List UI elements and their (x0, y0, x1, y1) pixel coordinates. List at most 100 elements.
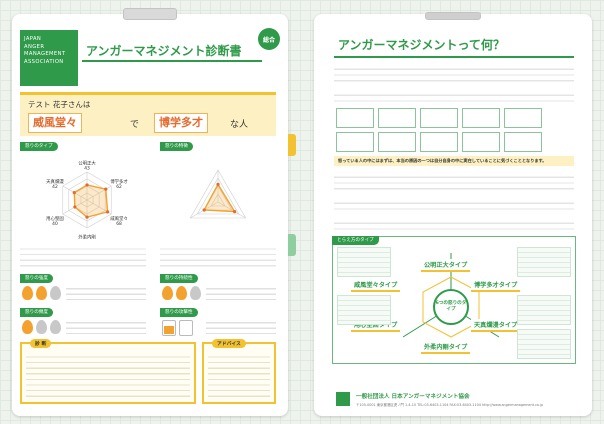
section-tag-duration: 怒りの持続性 (160, 274, 198, 283)
flame-icon (22, 320, 33, 334)
flame-icon (162, 286, 173, 300)
diagram-tag: とらえ方のタイプ (332, 236, 379, 245)
cup-icon (162, 320, 176, 336)
diagnosis-label: 診 断 (30, 339, 52, 348)
section-tag-feature: 怒りの特徴 (160, 142, 193, 151)
info-title: アンガーマネジメントって何？ (338, 38, 505, 52)
clipboard-clip (123, 8, 177, 20)
radar-point (233, 210, 237, 214)
info-cell (462, 132, 500, 152)
info-cell (504, 132, 542, 152)
aggression-icons (162, 320, 193, 336)
green-tab (288, 234, 296, 256)
org-address: 〒105-0001 東京都港区虎ノ門 1-4-10 TEL:03-6403-11… (356, 403, 544, 407)
radar-point (85, 183, 89, 187)
radar-point (106, 210, 110, 214)
flame-icon (36, 320, 47, 334)
radar-value-label: 43 (84, 166, 90, 172)
body-paragraph-3 (334, 218, 574, 230)
radar-point (216, 182, 220, 186)
radar-category-label: 天真爛漫 (46, 178, 64, 185)
radar-value-label: 40 (52, 221, 58, 227)
type-label: 外柔内剛タイプ (421, 341, 471, 354)
section-tag-strength: 怒りの強度 (20, 274, 53, 283)
radar-value-label: 68 (116, 221, 122, 227)
secondary-type: 博学多才 (154, 113, 208, 133)
radar-series (73, 184, 109, 218)
type-note (337, 247, 391, 277)
radar-category-label: 博学多才 (110, 178, 128, 185)
type-label: 公明正大タイプ (421, 259, 471, 272)
flame-icon (36, 286, 47, 300)
brand-line: ASSOCIATION (24, 58, 64, 65)
suffix-text: な人 (230, 120, 249, 130)
radar-point (104, 187, 108, 191)
brand-block: JAPAN ANGER MANAGEMENT ASSOCIATION (20, 30, 78, 86)
body-paragraph-2 (334, 198, 574, 214)
type-label: 威風堂々タイプ (351, 279, 401, 292)
diagnosis-sheet: JAPAN ANGER MANAGEMENT ASSOCIATION アンガーマ… (12, 8, 296, 416)
radar-category-label: 外柔内剛 (78, 234, 96, 241)
type-note (517, 247, 571, 277)
result-banner: テスト 花子さんは 威風堂々 で 博学多才 な人 (20, 92, 276, 136)
radar-point (72, 191, 76, 195)
type-note (337, 295, 391, 325)
radar-value-label: 49 (84, 240, 90, 241)
frequency-text (66, 318, 146, 338)
info-cell (462, 108, 500, 128)
feature-radar-chart (160, 154, 276, 240)
frequency-icons (22, 320, 61, 334)
radar-value-label: 42 (52, 184, 58, 190)
radar-grid (210, 193, 226, 207)
radar-point (202, 208, 206, 212)
diagnosis-box: 診 断 (20, 339, 196, 404)
info-cell (378, 132, 416, 152)
primary-type: 威風堂々 (28, 113, 82, 133)
feature-description (160, 244, 276, 270)
type-label: 博学多才タイプ (471, 279, 521, 292)
radar-axis (217, 201, 246, 219)
radar-category-label: 用心堅固 (46, 215, 64, 222)
section-tag-type: 怒りのタイプ (20, 142, 58, 151)
advice-box: アドバイス (202, 339, 276, 404)
flame-icon (50, 286, 61, 300)
diagnosis-text (26, 352, 190, 400)
connector-text: で (130, 120, 140, 130)
info-cell (336, 132, 374, 152)
radar-grid (189, 169, 247, 219)
info-cell (504, 108, 542, 128)
hexagon-shape (422, 276, 480, 338)
person-name: テスト 花子さんは (28, 100, 91, 109)
intro-paragraph-2 (334, 90, 574, 104)
radar-grid (196, 177, 240, 215)
flame-icon (50, 320, 61, 334)
yellow-tab (288, 134, 296, 156)
duration-icons (162, 286, 201, 300)
info-cell (378, 108, 416, 128)
radar-value-label: 62 (116, 184, 122, 190)
body-paragraph (334, 172, 574, 194)
center-circle: 6つの怒りのタイプ (433, 289, 469, 325)
type-description (20, 244, 146, 270)
radar-series (203, 182, 236, 213)
clipboard-clip (425, 12, 481, 20)
flame-icon (22, 286, 33, 300)
radar-category-label: 公明正大 (78, 160, 96, 167)
type-radar-chart: 公明正大43博学多才62威風堂々68外柔内剛49用心堅固40天真爛漫42 (20, 154, 154, 240)
aggression-text (206, 318, 276, 338)
radar-axis (86, 185, 112, 201)
advice-label: アドバイス (212, 339, 246, 348)
sheet-title: アンガーマネジメント診断書 (82, 42, 262, 62)
duration-text (206, 284, 276, 304)
flame-icon (190, 286, 201, 300)
strength-text (66, 284, 146, 304)
cup-icon (179, 320, 193, 336)
info-cell (420, 108, 458, 128)
section-tag-aggression: 怒りの攻撃性 (160, 308, 198, 317)
info-cell (420, 132, 458, 152)
intro-paragraph (334, 64, 574, 86)
brand-line: JAPAN (24, 36, 42, 42)
info-cell (336, 108, 374, 128)
section-tag-frequency: 怒りの頻度 (20, 308, 53, 317)
flame-icon (176, 286, 187, 300)
